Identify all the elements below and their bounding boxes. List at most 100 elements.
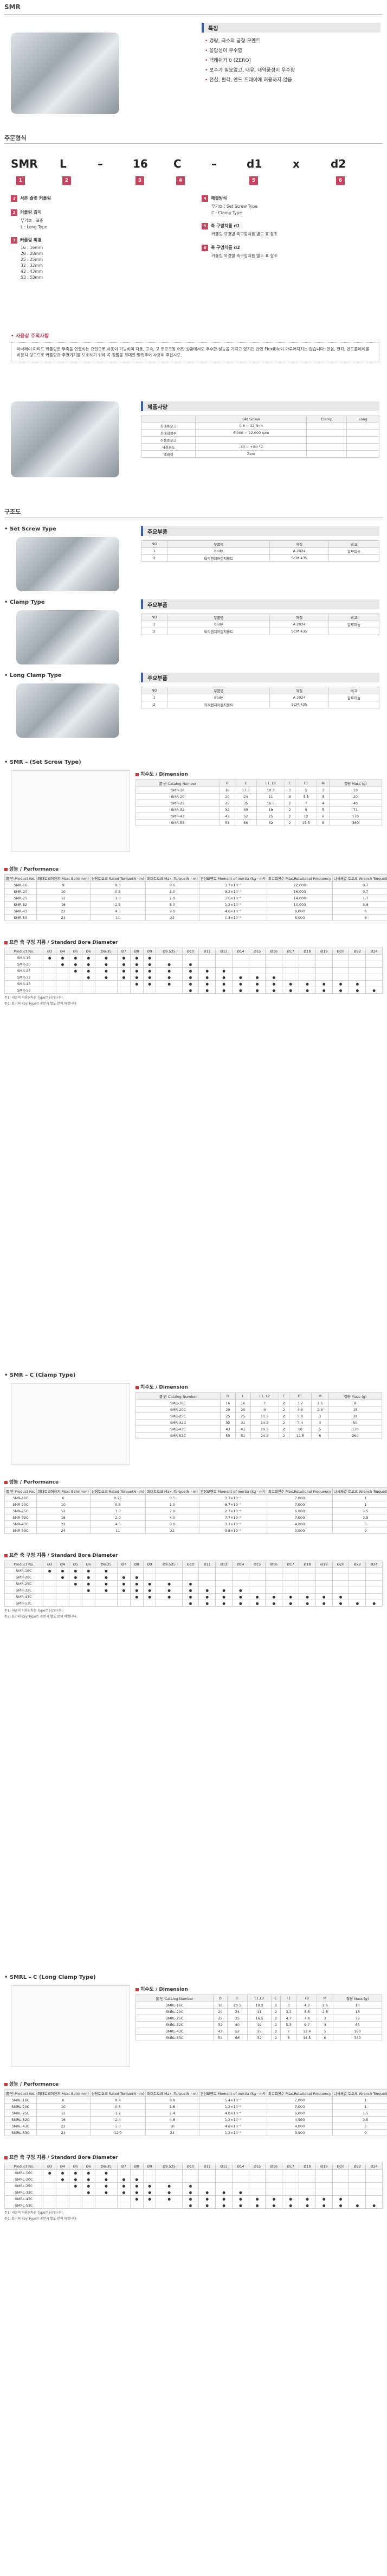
table-cell: SMR-16C [4, 1567, 44, 1574]
performance-title: 성능 / Performance [4, 1478, 383, 1485]
table-cell [143, 2169, 157, 2176]
performance-title-text: 성능 / Performance [9, 2082, 59, 2087]
order-code-part: d1 [247, 157, 262, 170]
order-option-title-text: 축 구멍치름 d2 [211, 245, 240, 250]
table-header-cell: Ø22 [349, 2163, 366, 2170]
table-cell: 2 [284, 800, 295, 807]
table-cell: 2 [270, 2015, 281, 2022]
table-cell [231, 2176, 249, 2183]
table-cell: 19 [256, 806, 285, 813]
page-title: SMR [4, 3, 21, 11]
table-cell: SMR-20 [4, 888, 37, 895]
table-cell [265, 1574, 283, 1581]
table-header-cell: 품 번 Catalog Number [136, 779, 220, 787]
order-code-badge: 5 [249, 176, 258, 185]
table-cell: ● [143, 954, 157, 961]
table-cell: ● [332, 980, 350, 987]
table-header-cell: 최고회전수 Max.Rotational Frequency [266, 1487, 333, 1495]
table-cell [43, 980, 57, 987]
table-cell: SMR-53 [136, 819, 220, 826]
table-cell: SMR-20C [136, 1406, 221, 1413]
table-cell [248, 2182, 266, 2189]
table-cell: ● [143, 961, 157, 968]
table-cell: 육각렌치어렌치볼트 [167, 628, 270, 635]
table-cell: 2.6 [317, 2002, 334, 2009]
table-header-cell: Ø11 [198, 2163, 216, 2170]
bore-title-text: 표준 축 구멍 지름 / Standard Bore Diameter [9, 940, 118, 945]
table-cell: ● [130, 1587, 144, 1594]
table-cell: 2.0 [145, 1507, 199, 1514]
table-cell: 9.0 [145, 907, 199, 915]
table-header-cell: E [284, 779, 295, 787]
table-row: SMR-25●●●●●●●●●● [4, 967, 383, 974]
table-cell: ● [299, 1600, 316, 1607]
table-header-cell: Ø5 [68, 948, 82, 955]
table-cell: 2 [278, 1412, 289, 1420]
table-cell: ● [130, 974, 144, 981]
table-cell: SMRL-16C [4, 2096, 37, 2104]
table-cell: 7,000 [266, 1501, 333, 1508]
table-cell [306, 443, 347, 451]
table-cell [94, 1600, 118, 1607]
performance-title-text: 성능 / Performance [9, 1480, 59, 1485]
table-cell: SMRL-32C [135, 2021, 214, 2028]
table-cell: SMRL-25C [135, 2015, 214, 2022]
table-cell: ● [248, 987, 266, 994]
structure-type-name: • Long Clamp Type [4, 673, 62, 679]
table-header-cell: Ø6 [81, 948, 95, 955]
table-cell: ● [130, 2176, 144, 2183]
table-cell: ● [117, 2176, 131, 2183]
table-cell: 7.4 [288, 1419, 312, 1426]
table-cell: 14.5 [296, 2034, 318, 2041]
table-cell [156, 987, 183, 994]
table-cell [195, 436, 307, 444]
table-cell: 3,000 [266, 1527, 333, 1534]
table-cell: ● [68, 954, 82, 961]
table-cell: ● [182, 1587, 199, 1594]
table-cell [94, 1593, 118, 1600]
table-cell: 5 [332, 2123, 387, 2130]
table-cell: 9.0 [145, 1520, 199, 1527]
table-cell: ● [248, 1593, 266, 1600]
table-cell: ● [156, 2182, 183, 2189]
table-cell [198, 2182, 216, 2189]
order-code-part: 16 [133, 157, 148, 170]
table-cell: 10.3 [256, 787, 285, 794]
table-cell: ● [198, 2202, 216, 2209]
order-option-line: 커플링 외경별 축구멍치름 별도 표 참조 [211, 253, 278, 258]
table-header-cell: L1, L2 [256, 779, 285, 787]
features-heading: 특징 [202, 23, 380, 33]
dimension-title: 치수도 / Dimension [136, 770, 382, 777]
table-cell: 6 [36, 2096, 91, 2104]
table-row: SMRL-25C●●●●●●●● [4, 2182, 383, 2189]
table-cell: 5 [332, 1520, 387, 1527]
table-cell [130, 987, 144, 994]
table-cell [68, 2195, 82, 2202]
table-row: SMR-53C●●●●●●●●●●●● [4, 1600, 383, 1607]
table-cell: 10 [328, 787, 383, 794]
table-cell [198, 1574, 216, 1581]
table-cell: SMR-32C [4, 1587, 44, 1594]
table-cell: 4 [317, 800, 330, 807]
table-header-cell: 최대토오크 Max. Torque(N · m) [145, 2089, 199, 2097]
table-cell: 12 [36, 894, 91, 902]
table-header-cell: 재질 [269, 687, 329, 694]
parts-heading: 주요부품 [141, 673, 379, 682]
dimension-title-text: 치수도 / Dimension [140, 772, 188, 777]
table-cell: ● [315, 2195, 333, 2202]
table-cell: ● [315, 980, 333, 987]
table-cell: 25 [213, 2015, 228, 2022]
table-header-cell: Ø12 [215, 2163, 233, 2170]
table-header-cell: Ø22 [349, 948, 366, 955]
table-cell: ● [56, 954, 69, 961]
